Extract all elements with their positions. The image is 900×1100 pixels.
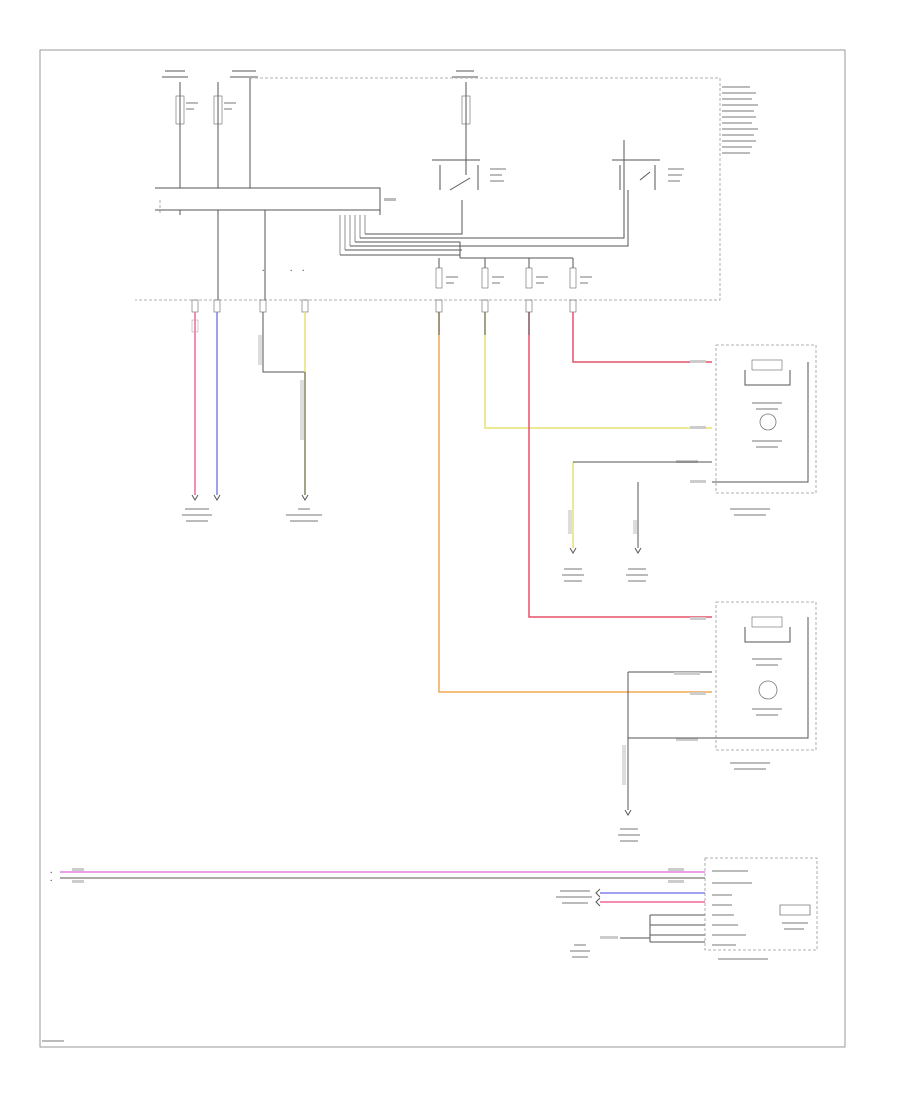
wire-red-2 (572, 312, 712, 363)
svg-text:•: • (50, 878, 52, 883)
fuse-label-1 (162, 70, 188, 78)
footer-code (42, 1040, 64, 1042)
svg-text:•: • (262, 268, 264, 273)
output-fuses: • • • (262, 257, 592, 289)
left-signal-wires (191, 312, 309, 501)
headlamp-rh (676, 344, 817, 516)
headlamp-lh (628, 601, 817, 770)
svg-text:•: • (290, 268, 292, 273)
headlamp-relay-high (612, 140, 684, 190)
page-frame (39, 49, 846, 1048)
module-box (135, 77, 721, 301)
wire-yellow (484, 312, 712, 429)
connector-pins (191, 299, 577, 313)
wire-red (528, 312, 712, 618)
fuse-label-3 (452, 70, 478, 78)
wire-orange (438, 312, 712, 693)
internal-wiring (179, 190, 629, 300)
headlamp-output-wires (438, 312, 712, 693)
combo-lever-label (182, 508, 212, 522)
module-note (722, 86, 758, 154)
combination-meter: • • (50, 857, 818, 960)
rh-ground-wires (562, 461, 712, 582)
lh-ground-wires (618, 672, 712, 842)
control-unit (155, 187, 396, 255)
svg-text:•: • (302, 268, 304, 273)
svg-text:•: • (50, 870, 52, 875)
fuse-feed-wires (175, 78, 471, 188)
fuse-label-2 (230, 70, 258, 78)
ground-label-left (286, 508, 322, 522)
headlamp-relay-low (432, 159, 506, 191)
